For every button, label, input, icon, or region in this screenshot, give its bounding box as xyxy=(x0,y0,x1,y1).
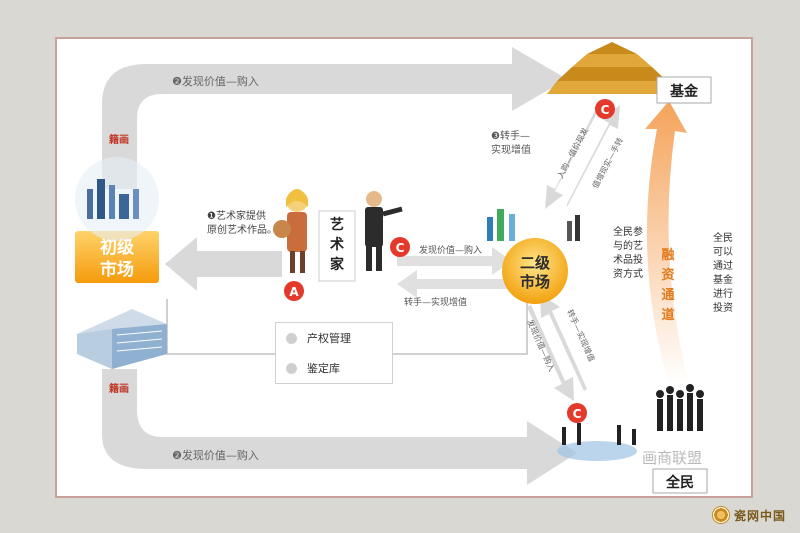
via-fund-6: 投资 xyxy=(713,301,733,314)
dealer-figure-icon xyxy=(365,191,403,271)
mid-buy-arrow xyxy=(397,247,512,275)
artist-label-1: 艺 xyxy=(330,216,344,233)
via-fund-3: 通过 xyxy=(713,259,733,272)
registry-item-appraisal-label: 鉴定库 xyxy=(307,362,340,375)
brand-logo-icon xyxy=(711,506,730,524)
public-invest-2: 与的艺 xyxy=(613,239,643,252)
secondary-people-icon xyxy=(487,209,580,241)
corner-watermark-text: 瓷网中国 xyxy=(733,508,786,523)
secondary-market-badge xyxy=(502,238,568,304)
mid-buy-label: 发现价值—购入 xyxy=(419,244,482,256)
fund-secondary-arrow-a xyxy=(545,107,598,209)
bottom-flow-label: ❷发现价值—购入 xyxy=(172,448,259,462)
registry-item-property-label: 产权管理 xyxy=(307,332,351,345)
registry-item-property: 产权管理 xyxy=(276,323,392,353)
secondary-public-arrow-a xyxy=(527,305,574,401)
registry-bullet-icon xyxy=(286,362,297,374)
marker-c-fund-label: C xyxy=(601,103,610,117)
top-flow-label: ❷发现价值—购入 xyxy=(172,74,259,88)
office-building-icon xyxy=(77,309,167,369)
finance-channel-2: 资 xyxy=(661,267,674,283)
finance-channel-1: 融 xyxy=(661,247,674,263)
via-fund-1: 全民 xyxy=(713,231,733,244)
resell-3-line1: ❸转手— xyxy=(491,129,530,142)
artist-to-primary-arrow xyxy=(165,237,282,291)
artist-provide-line1: ❶艺术家提供 xyxy=(207,209,266,222)
primary-market-label: 初级 xyxy=(100,237,134,258)
secondary-market-label-2: 市场 xyxy=(520,273,550,291)
public-label: 全民 xyxy=(665,474,694,491)
coin-pyramid-icon xyxy=(547,42,677,94)
public-invest-3: 术品投 xyxy=(613,253,643,266)
finance-channel-3: 通 xyxy=(661,287,674,303)
corner-watermark: 瓷网中国 xyxy=(711,506,786,524)
registry-panel: 产权管理 鉴定库 xyxy=(275,322,393,384)
auction-label-top: 籍画 xyxy=(108,133,129,146)
marker-c-public-label: C xyxy=(573,407,582,421)
globe-people-icon xyxy=(557,423,637,461)
artist-label-3: 家 xyxy=(330,256,345,273)
fund-label: 基金 xyxy=(670,83,699,100)
fund-secondary-arrow-b xyxy=(567,105,620,207)
resell-3-line2: 实现增值 xyxy=(491,143,531,156)
primary-market-badge xyxy=(75,231,159,283)
artist-provide-line2: 原创艺术作品。 xyxy=(207,223,277,236)
via-fund-4: 基金 xyxy=(713,273,733,286)
mid-resell-arrow xyxy=(397,270,512,298)
artist-label-2: 术 xyxy=(330,236,344,253)
finance-channel-arrow xyxy=(645,101,689,384)
inner-watermark: 画商联盟 xyxy=(642,449,702,467)
artist-figure-icon xyxy=(273,189,308,273)
public-diag-label-a: 发现价值—购入 xyxy=(525,318,557,373)
via-fund-2: 可以 xyxy=(713,247,733,258)
fund-label-box xyxy=(656,76,712,104)
marker-c-public xyxy=(567,403,587,423)
registry-bullet-icon xyxy=(286,332,297,344)
marker-c-artist-label: C xyxy=(396,241,405,255)
marker-a-label: A xyxy=(289,285,299,299)
public-label-box xyxy=(652,468,708,494)
public-invest-1: 全民参 xyxy=(613,225,643,238)
marker-c-fund xyxy=(595,99,615,119)
diagram-svg: 初级 市场 籍画 籍画 ❷发现价值—购入 ❷发现价值—购入 ❶艺术家提供 原创艺… xyxy=(75,42,733,494)
city-skyline-icon xyxy=(75,157,159,241)
finance-channel-4: 道 xyxy=(661,307,674,323)
bottom-flow-arrow xyxy=(102,369,577,485)
top-flow-arrow xyxy=(102,47,567,189)
flow-diagram-canvas: 初级 市场 籍画 籍画 ❷发现价值—购入 ❷发现价值—购入 ❶艺术家提供 原创艺… xyxy=(55,37,753,498)
via-fund-5: 进行 xyxy=(713,287,733,300)
artist-label-box xyxy=(318,210,356,282)
secondary-public-arrow-b xyxy=(540,294,587,391)
public-invest-4: 资方式 xyxy=(613,267,643,280)
secondary-market-label-1: 二级 xyxy=(520,254,551,272)
marker-a xyxy=(284,281,304,301)
fund-diag-label-b: 值增现实—手转 xyxy=(590,136,625,190)
registry-item-appraisal: 鉴定库 xyxy=(276,353,392,383)
marker-c-artist xyxy=(390,237,410,257)
primary-market-label-2: 市场 xyxy=(100,259,134,280)
auction-label-bottom: 籍画 xyxy=(108,382,129,395)
mid-resell-label: 转手—实现增值 xyxy=(404,296,467,308)
crowd-icon xyxy=(656,384,704,431)
